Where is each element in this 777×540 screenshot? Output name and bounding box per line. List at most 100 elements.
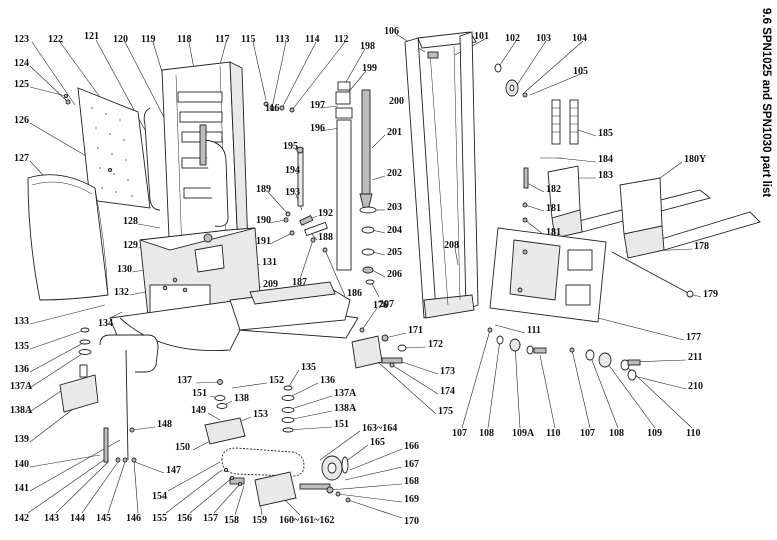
callout-label: 201 (387, 127, 402, 138)
callout-label: 104 (572, 33, 587, 44)
side-title-box: 9.6 SPN1025 and SPN1030 part list (760, 8, 772, 197)
callout-label: 176 (373, 300, 388, 311)
callout-label: 117 (215, 34, 229, 45)
callout-label: 126 (14, 115, 29, 126)
callout-label: 170 (404, 516, 419, 527)
callout-label: 118 (177, 34, 191, 45)
callout-label: 202 (387, 168, 402, 179)
callout-label: 111 (527, 325, 541, 336)
tow-handle (59, 327, 159, 463)
callout-label: 143 (44, 513, 59, 524)
callout-label: 187 (292, 277, 307, 288)
callout-label: 140 (14, 459, 29, 470)
callout-label: 110 (686, 428, 700, 439)
callout-label: 188 (318, 232, 333, 243)
callout-label: 149 (191, 405, 206, 416)
callout-label: 137A (10, 381, 33, 392)
callout-label: 122 (48, 34, 63, 45)
callout-label: 206 (387, 269, 402, 280)
callout-label: 141 (14, 483, 29, 494)
callout-label: 120 (113, 34, 128, 45)
callout-label: 145 (96, 513, 111, 524)
callout-label: 163~164 (362, 423, 397, 434)
callout-label: 132 (114, 287, 129, 298)
callout-label: 198 (360, 41, 375, 52)
callout-label: 166 (404, 441, 419, 452)
callout-label: 154 (152, 491, 167, 502)
callout-label: 167 (404, 459, 419, 470)
callout-label: 135 (301, 362, 316, 373)
callout-label: 151 (192, 388, 207, 399)
front-hood (27, 174, 109, 301)
callout-label: 175 (438, 406, 453, 417)
callout-label: 172 (428, 339, 443, 350)
callout-label: 173 (440, 366, 455, 377)
callout-label: 189 (256, 184, 271, 195)
callout-label: 134 (98, 318, 113, 329)
page-title: 9.6 SPN1025 and SPN1030 part list (760, 8, 772, 197)
callout-label: 127 (14, 153, 29, 164)
callout-label: 136 (14, 364, 29, 375)
callout-label: 136 (320, 375, 335, 386)
callout-label: 193 (285, 187, 300, 198)
callout-label: 197 (310, 100, 325, 111)
callout-label: 106 (384, 26, 399, 37)
callout-label: 113 (275, 34, 289, 45)
callout-label: 138A (334, 403, 357, 414)
bracket-parts (351, 327, 407, 369)
callout-label: 114 (305, 34, 319, 45)
callout-label: 107 (452, 428, 467, 439)
callout-label: 191 (256, 236, 271, 247)
callout-label: 150 (175, 442, 190, 453)
callout-label: 194 (285, 165, 300, 176)
callout-label: 156 (177, 513, 192, 524)
mast (404, 31, 479, 319)
callout-label: 148 (157, 419, 172, 430)
callout-label: 151 (334, 419, 349, 430)
callout-label: 112 (334, 34, 348, 45)
callout-label: 108 (609, 428, 624, 439)
callout-label: 124 (14, 58, 29, 69)
lift-cylinder (335, 81, 377, 285)
callout-label: 155 (152, 513, 167, 524)
callout-label: 123 (14, 34, 29, 45)
chains (522, 99, 579, 223)
callout-label: 200 (389, 96, 404, 107)
callout-label: 190 (256, 215, 271, 226)
callout-label: 195 (283, 141, 298, 152)
callout-label: 152 (269, 375, 284, 386)
forks (547, 165, 761, 259)
callout-label: 186 (347, 288, 362, 299)
callout-label: 153 (253, 409, 268, 420)
callout-label: 177 (686, 332, 701, 343)
callout-label: 108 (479, 428, 494, 439)
callout-label: 208 (444, 240, 459, 251)
callout-label: 139 (14, 434, 29, 445)
callout-label: 146 (126, 513, 141, 524)
callout-label: 182 (546, 184, 561, 195)
callout-label: 211 (688, 352, 702, 363)
callout-label: 102 (505, 33, 520, 44)
roller-sets (487, 327, 641, 381)
callout-label: 147 (166, 465, 181, 476)
callout-label: 196 (310, 123, 325, 134)
callout-label: 159 (252, 515, 267, 526)
callout-label: 179 (703, 289, 718, 300)
callout-label: 110 (546, 428, 560, 439)
callout-label: 192 (318, 208, 333, 219)
callout-label: 103 (536, 33, 551, 44)
callout-label: 203 (387, 202, 402, 213)
callout-label: 180Y (684, 154, 707, 165)
main-frame (109, 61, 359, 351)
callout-label: 168 (404, 476, 419, 487)
callout-label: 181 (546, 227, 561, 238)
callout-label: 138A (10, 405, 33, 416)
callout-label: 129 (123, 240, 138, 251)
callout-label: 183 (598, 170, 613, 181)
callout-label: 109A (512, 428, 535, 439)
callout-label: 207 (379, 299, 394, 310)
callout-label: 125 (14, 79, 29, 90)
callout-label: 128 (123, 216, 138, 227)
callout-label: 174 (440, 386, 455, 397)
